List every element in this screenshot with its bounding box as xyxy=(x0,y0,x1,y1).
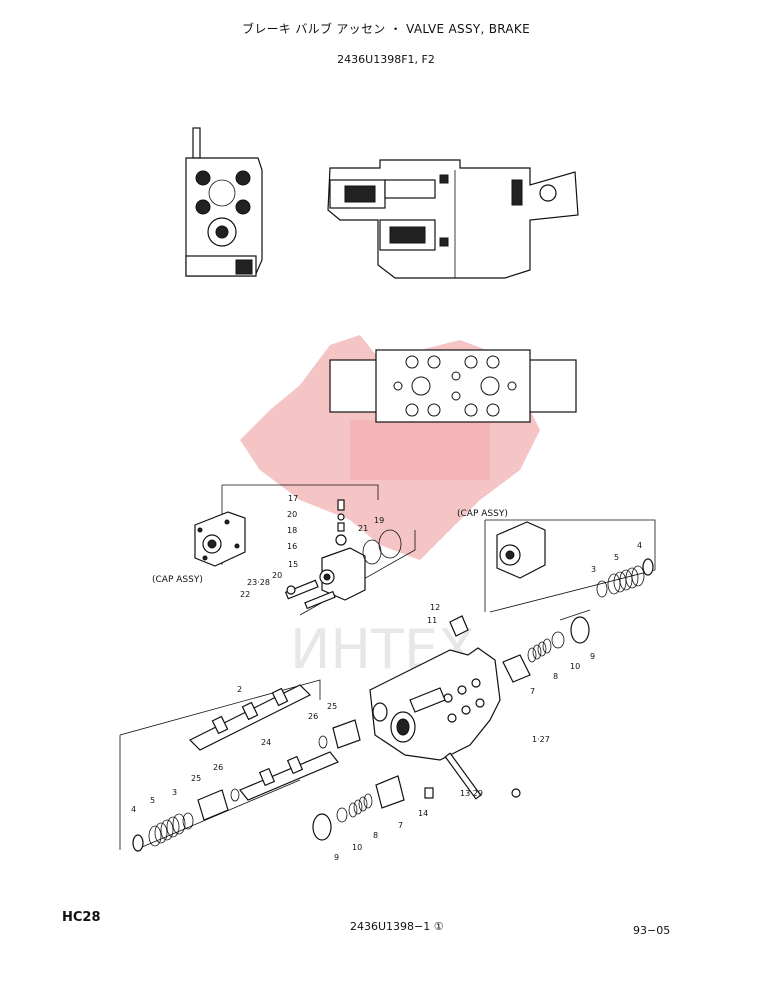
callout-2: 2 xyxy=(237,685,242,694)
callout-bottom-7: 7 xyxy=(398,821,403,830)
callout-right-8: 8 xyxy=(553,672,558,681)
callout-right-5: 5 xyxy=(614,553,619,562)
page-title: ブレーキ バルブ アッセン ・ VALVE ASSY, BRAKE xyxy=(242,22,530,36)
end-view-drawing xyxy=(185,127,263,277)
callout-left-3: 3 xyxy=(172,788,177,797)
callout-20: 20 xyxy=(287,510,297,519)
valve-body-drawing xyxy=(369,647,521,800)
right-spring-pack-drawing xyxy=(449,558,654,683)
callout-21: 21 xyxy=(358,524,368,533)
callout-26a: 26 xyxy=(308,712,318,721)
callout-20b: 20 xyxy=(272,571,282,580)
face-view-drawing xyxy=(329,349,577,423)
callout-25a: 25 xyxy=(327,702,337,711)
callout-right-7: 7 xyxy=(530,687,535,696)
callout-right-10: 10 xyxy=(570,662,580,671)
callout-11: 11 xyxy=(427,616,437,625)
cap-assy-left-drawing xyxy=(194,511,246,567)
spool-parts-drawing xyxy=(132,684,361,852)
section-view-drawing xyxy=(327,159,579,279)
callout-18: 18 xyxy=(287,526,297,535)
callout-23-28: 23·28 xyxy=(247,578,270,587)
cover-parts-drawing xyxy=(284,499,402,610)
callout-25b: 25 xyxy=(191,774,201,783)
callout-bottom-10: 10 xyxy=(352,843,362,852)
part-number-subtitle: 2436U1398F1, F2 xyxy=(337,53,435,66)
callout-left-4: 4 xyxy=(131,805,136,814)
callout-left-5: 5 xyxy=(150,796,155,805)
bottom-spring-pack-drawing xyxy=(312,775,405,841)
callout-13-29: 13·29 xyxy=(460,789,483,798)
callout-14: 14 xyxy=(418,809,428,818)
exploded-frame-lines xyxy=(119,484,656,851)
callout-17: 17 xyxy=(288,494,298,503)
callout-cap-assy-right: (CAP ASSY) xyxy=(457,509,508,519)
callout-24: 24 xyxy=(261,738,271,747)
callout-22: 22 xyxy=(240,590,250,599)
callout-right-3: 3 xyxy=(591,565,596,574)
callout-12: 12 xyxy=(430,603,440,612)
cap-assy-right-drawing xyxy=(496,521,546,579)
callout-right-9: 9 xyxy=(590,652,595,661)
callout-labels: 17 20 18 16 19 21 15 20 23·28 22 (CAP AS… xyxy=(131,494,642,862)
callout-16: 16 xyxy=(287,542,297,551)
callout-bottom-8: 8 xyxy=(373,831,378,840)
callout-15: 15 xyxy=(288,560,298,569)
footer-drawing-number: 2436U1398−1 ① xyxy=(350,920,444,933)
callout-26b: 26 xyxy=(213,763,223,772)
callout-cap-assy-left: (CAP ASSY) xyxy=(152,575,203,585)
callout-right-4: 4 xyxy=(637,541,642,550)
footer-page-code: 93−05 xyxy=(633,924,671,937)
footer-model-code: HC28 xyxy=(62,910,101,925)
callout-1-27: 1·27 xyxy=(532,735,550,744)
callout-bottom-9: 9 xyxy=(334,853,339,862)
callout-19: 19 xyxy=(374,516,384,525)
